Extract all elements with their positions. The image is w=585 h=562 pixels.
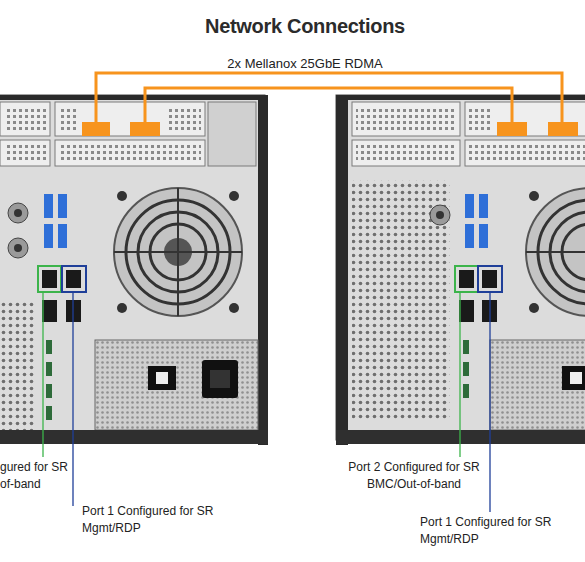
screw bbox=[117, 303, 127, 313]
antenna-connector bbox=[430, 205, 450, 225]
port-highlight bbox=[455, 266, 478, 292]
slot-cover bbox=[55, 140, 205, 166]
antenna-core bbox=[14, 209, 22, 217]
screw bbox=[229, 191, 239, 201]
screw bbox=[529, 303, 539, 313]
side-vent bbox=[352, 180, 450, 420]
slot-holes bbox=[469, 106, 493, 132]
port-highlight bbox=[38, 266, 61, 292]
fan bbox=[114, 188, 242, 316]
port-callout: Port 1 Configured for SR Mgmt/RDP bbox=[420, 514, 578, 548]
port-highlight bbox=[62, 266, 86, 292]
antenna-connector bbox=[8, 203, 28, 223]
slot-cover bbox=[55, 102, 205, 136]
fan-spokes bbox=[114, 188, 242, 316]
diagram-title: Network Connections bbox=[205, 15, 405, 38]
usb-port bbox=[44, 224, 53, 248]
sfp-port bbox=[548, 122, 578, 136]
slot-holes bbox=[356, 144, 456, 162]
usb-port bbox=[58, 194, 67, 218]
metal-plate bbox=[208, 102, 256, 166]
chassis-panel bbox=[0, 95, 265, 440]
screw bbox=[117, 191, 127, 201]
screw bbox=[529, 191, 539, 201]
slot-holes bbox=[4, 106, 46, 132]
slot-holes bbox=[59, 144, 201, 162]
rdma-cable bbox=[96, 73, 562, 123]
slot-holes bbox=[59, 106, 77, 132]
side-vent bbox=[0, 300, 34, 430]
cable-label: 2x Mellanox 25GbE RDMA bbox=[195, 55, 415, 72]
chassis-side-edge bbox=[258, 95, 268, 445]
chassis-side-edge bbox=[336, 95, 348, 445]
antenna-core bbox=[14, 244, 22, 252]
slot-mark bbox=[463, 340, 469, 354]
usb-port bbox=[479, 224, 488, 248]
slot-mark bbox=[463, 362, 469, 376]
lan-port bbox=[42, 270, 57, 288]
screw bbox=[229, 303, 239, 313]
slot-holes bbox=[469, 144, 585, 162]
slot-cover bbox=[465, 102, 585, 136]
lan-port bbox=[482, 270, 497, 288]
slot-cover bbox=[465, 140, 585, 166]
usb-port bbox=[465, 224, 474, 248]
power-switch bbox=[562, 366, 585, 390]
power-supply bbox=[95, 340, 258, 430]
slot-mark bbox=[46, 384, 52, 398]
sfp-port bbox=[82, 122, 110, 136]
antenna-connector bbox=[8, 238, 28, 258]
power-switch-rocker bbox=[570, 372, 582, 384]
leader-line bbox=[489, 292, 490, 512]
slot-cover bbox=[0, 140, 50, 166]
slot-holes bbox=[166, 106, 201, 132]
left-chassis bbox=[0, 95, 268, 445]
sfp-port bbox=[497, 122, 527, 136]
slot-cover bbox=[0, 102, 50, 136]
slot-holes bbox=[4, 144, 46, 162]
slot-mark bbox=[463, 384, 469, 398]
power-supply bbox=[490, 340, 585, 430]
lan-port bbox=[42, 300, 57, 322]
rdma-cable bbox=[145, 88, 512, 123]
chassis-top-edge bbox=[0, 95, 265, 100]
leader-line bbox=[459, 292, 460, 457]
antenna-core bbox=[436, 211, 444, 219]
fan-spokes bbox=[526, 251, 585, 253]
leader-line bbox=[42, 292, 43, 457]
slot-cover bbox=[352, 102, 460, 136]
leader-line bbox=[72, 292, 73, 506]
usb-port bbox=[479, 194, 488, 218]
slot-mark bbox=[46, 406, 52, 420]
lan-port bbox=[66, 270, 81, 288]
chassis-top-edge bbox=[336, 95, 585, 100]
slot-mark bbox=[46, 340, 52, 354]
usb-port bbox=[58, 224, 67, 248]
port-highlight bbox=[478, 266, 502, 292]
usb-port bbox=[44, 194, 53, 218]
port-callout: Port 2 Configured for SR BMC/Out-of-band bbox=[330, 459, 498, 493]
slot-mark bbox=[46, 362, 52, 376]
lan-port bbox=[459, 300, 474, 322]
port-callout: gured for SR of-band bbox=[0, 459, 76, 493]
power-switch-rocker bbox=[156, 372, 168, 384]
power-socket bbox=[202, 360, 238, 398]
port-callout: Port 1 Configured for SR Mgmt/RDP bbox=[82, 503, 234, 537]
slot-cover bbox=[352, 140, 460, 166]
power-switch bbox=[148, 366, 176, 390]
fan bbox=[526, 188, 585, 316]
usb-port bbox=[465, 194, 474, 218]
chassis-base bbox=[0, 430, 268, 444]
power-socket-inner bbox=[210, 370, 230, 388]
slot-holes bbox=[356, 106, 456, 132]
sfp-port bbox=[130, 122, 160, 136]
lan-port bbox=[459, 270, 474, 288]
